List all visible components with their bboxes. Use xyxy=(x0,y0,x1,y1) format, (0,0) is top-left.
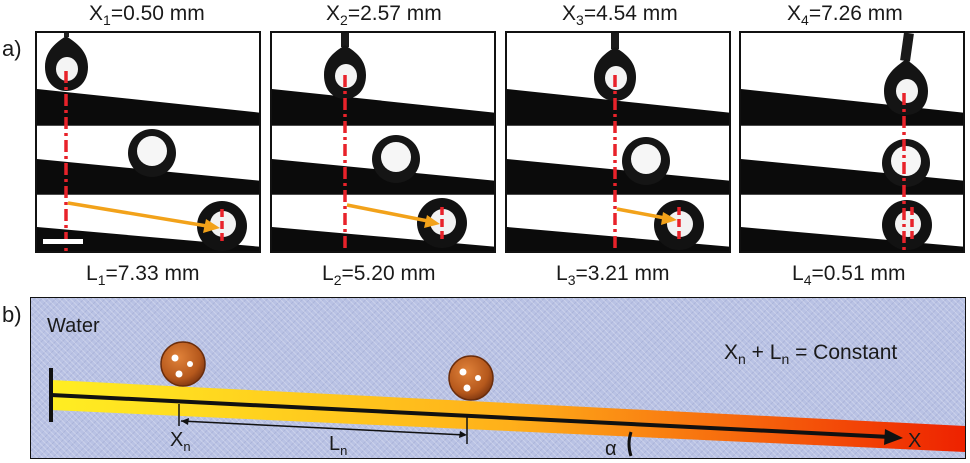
l3-label: L3=3.21 mm xyxy=(556,262,670,289)
schematic-panel: Water Xn + Ln = Constant Xn Ln X α xyxy=(30,297,966,459)
substrate xyxy=(507,159,729,194)
droplet-2 xyxy=(448,355,494,401)
l4-label: L4=0.51 mm xyxy=(792,262,906,289)
substrate xyxy=(741,227,963,251)
panel-b-label: b) xyxy=(2,302,22,327)
alpha-label: α xyxy=(605,438,617,459)
x2-label: X2=2.57 mm xyxy=(326,2,442,29)
substrate xyxy=(741,89,963,125)
x-axis-arrow xyxy=(50,393,892,439)
substrate xyxy=(741,159,963,194)
ln-arrow xyxy=(180,420,466,436)
angle-arc xyxy=(627,431,633,457)
frame-4-graphic xyxy=(741,33,963,251)
x1-label: X1=0.50 mm xyxy=(89,2,205,29)
frame-2 xyxy=(270,31,496,253)
l2-label: L2=5.20 mm xyxy=(322,262,436,289)
frame-3-graphic xyxy=(507,33,729,251)
trajectory-arrow xyxy=(616,207,666,220)
l1-label: L1=7.33 mm xyxy=(86,262,200,289)
frame-3 xyxy=(505,31,731,253)
trajectory-arrow xyxy=(67,201,208,228)
frame-4 xyxy=(739,31,965,253)
constant-equation: Xn + Ln = Constant xyxy=(724,341,898,368)
x-axis-label: X xyxy=(908,430,922,452)
droplet-1 xyxy=(160,341,206,387)
substrate xyxy=(37,89,259,125)
trajectory-arrow xyxy=(346,203,429,223)
x3-label: X3=4.54 mm xyxy=(562,2,678,29)
scale-bar xyxy=(43,239,83,244)
substrate xyxy=(507,89,729,125)
substrate xyxy=(272,89,494,125)
frame-1 xyxy=(35,31,261,253)
panel-a-label: a) xyxy=(2,36,22,61)
frame-1-graphic xyxy=(37,33,259,251)
frame-2-graphic xyxy=(272,33,494,251)
schematic-graphic xyxy=(49,341,965,457)
ln-label: Ln xyxy=(329,433,348,458)
water-label: Water xyxy=(47,315,100,337)
xn-label: Xn xyxy=(170,429,191,454)
x4-label: X4=7.26 mm xyxy=(787,2,903,29)
substrate xyxy=(37,227,259,251)
